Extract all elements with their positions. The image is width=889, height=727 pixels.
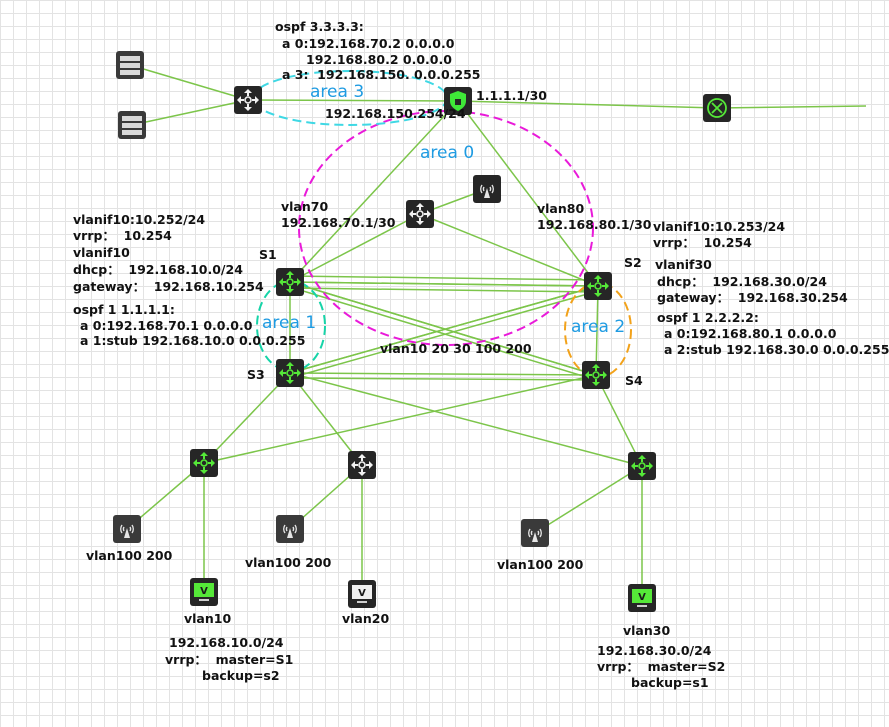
access-point-icon[interactable] [113,515,141,543]
trunk-vlans: vlan10 20 30 100 200 [380,341,532,356]
s1-vlanif10: vlanif10:10.252/24 [73,212,206,227]
svg-text:V: V [638,592,646,603]
s2-gateway: gateway： 192.168.30.254 [657,290,848,305]
access-switch-icon[interactable] [190,449,218,477]
ap3-vlans: vlan100 200 [497,557,584,572]
s1-ospf-a0: a 0:192.168.70.1 0.0.0.0 [80,318,253,333]
access-point-icon[interactable] [521,519,549,547]
s2-vrrp: vrrp： 10.254 [653,235,752,250]
area3-label: area 3 [310,82,365,102]
link-s1-s2-parallel [289,287,599,293]
ospf3-line4: a 3: 192.168.150. 0.0.0.255 [282,67,481,82]
s1-vlanif10b: vlanif10 [73,245,130,260]
s2-vlanif30: vlanif30 [655,257,712,272]
vlan30-vrrp: vrrp： master=S2 [597,659,726,674]
internet-router-icon[interactable] [703,94,731,122]
firewall-icon[interactable] [444,87,472,115]
server-icon[interactable] [116,51,144,79]
s1-vrrp: vrrp： 10.254 [73,228,172,243]
svg-text:V: V [200,586,208,597]
s1-dhcp: dhcp： 192.168.10.0/24 [73,262,243,277]
s2-ospf-a2: a 2:stub 192.168.30.0 0.0.0.255 [664,342,889,357]
link-s3-s4 [289,372,597,376]
link-mid-s2 [419,213,599,287]
link-fw-s1 [289,100,459,283]
pc-vlan30-label: vlan30 [623,623,671,638]
ospf3-line2: a 0:192.168.70.2 0.0.0.0 [282,36,455,51]
s1-ospf-a1: a 1:stub 192.168.10.0 0.0.0.255 [80,333,306,348]
s1-name: S1 [259,247,277,262]
s2-vlanif10: vlanif10:10.253/24 [653,219,786,234]
s2-ospf-a0: a 0:192.168.80.1 0.0.0.0 [664,326,837,341]
link-s4-a3 [595,374,643,467]
vlan70-label: vlan70 [281,199,329,214]
link-core-fw [247,99,459,102]
links [126,64,867,598]
link-s2-s3 [289,285,599,374]
pc-icon[interactable]: V [628,584,656,612]
server-icon[interactable] [118,111,146,139]
switch-s1-icon[interactable] [276,268,304,296]
fw-uplink-ip: 1.1.1.1/30 [476,88,547,103]
s1-ospf: ospf 1 1.1.1.1: [73,302,175,317]
vlan10-vrrp: vrrp： master=S1 [165,652,294,667]
access-point-icon[interactable] [473,175,501,203]
switch-s3-icon[interactable] [276,359,304,387]
pc-icon[interactable]: V [348,580,376,608]
s4-name: S4 [625,373,643,388]
vlan30-backup: backup=s1 [631,675,709,690]
link-srv1-core [129,64,249,101]
svg-text:V: V [358,588,366,599]
switch-icon[interactable] [406,200,434,228]
link-mid-s1 [289,213,421,283]
link-s2-s4 [595,285,599,376]
link-a3-ap3 [534,465,643,534]
pc-vlan10-label: vlan10 [184,611,232,626]
link-fw-s2 [457,100,599,287]
ospf3-line1: ospf 3.3.3.3: [275,19,364,34]
s3-name: S3 [247,367,265,382]
link-uplink [716,105,867,109]
vlan70-ip: 192.168.70.1/30 [281,215,396,230]
ap1-vlans: vlan100 200 [86,548,173,563]
link-s3-a3 [289,372,643,467]
vlan10-net: 192.168.10.0/24 [169,635,284,650]
link-srv2-core [131,99,249,126]
fw-area3-ip: 192.168.150.254/24 [325,106,466,121]
area1-label: area 1 [262,313,317,333]
link-s4-a1 [203,374,597,464]
vlan30-net: 192.168.30.0/24 [597,643,712,658]
link-s1-s4-parallel [289,286,597,381]
pc-icon[interactable]: V [190,578,218,606]
access-switch-icon[interactable] [348,451,376,479]
ap2-vlans: vlan100 200 [245,555,332,570]
link-fw-ext [457,100,718,109]
link-s3-a1 [203,372,291,464]
link-s1-s2 [289,281,599,287]
vlan80-label: vlan80 [537,201,585,216]
area0-label: area 0 [420,143,475,163]
s2-name: S2 [624,255,642,270]
switch-s4-icon[interactable] [582,361,610,389]
vlan10-backup: backup=s2 [202,668,280,683]
s2-ospf: ospf 1 2.2.2.2: [657,310,759,325]
switch-s2-icon[interactable] [584,272,612,300]
s2-dhcp: dhcp： 192.168.30.0/24 [657,274,827,289]
router-icon[interactable] [234,86,262,114]
vlan80-ip: 192.168.80.1/30 [537,217,652,232]
s1-gateway: gateway： 192.168.10.254 [73,279,264,294]
link-s3-a2 [289,372,363,466]
link-s3-s4-parallel [289,377,597,381]
link-s1-s2-parallel [289,275,599,281]
area2-label: area 2 [571,317,626,337]
access-point-icon[interactable] [276,515,304,543]
ospf3-line3: 192.168.80.2 0.0.0.0 [306,52,452,67]
link-s1-s4 [289,281,597,376]
link-s2-s3-parallel [289,290,599,379]
access-switch-icon[interactable] [628,452,656,480]
pc-vlan20-label: vlan20 [342,611,390,626]
